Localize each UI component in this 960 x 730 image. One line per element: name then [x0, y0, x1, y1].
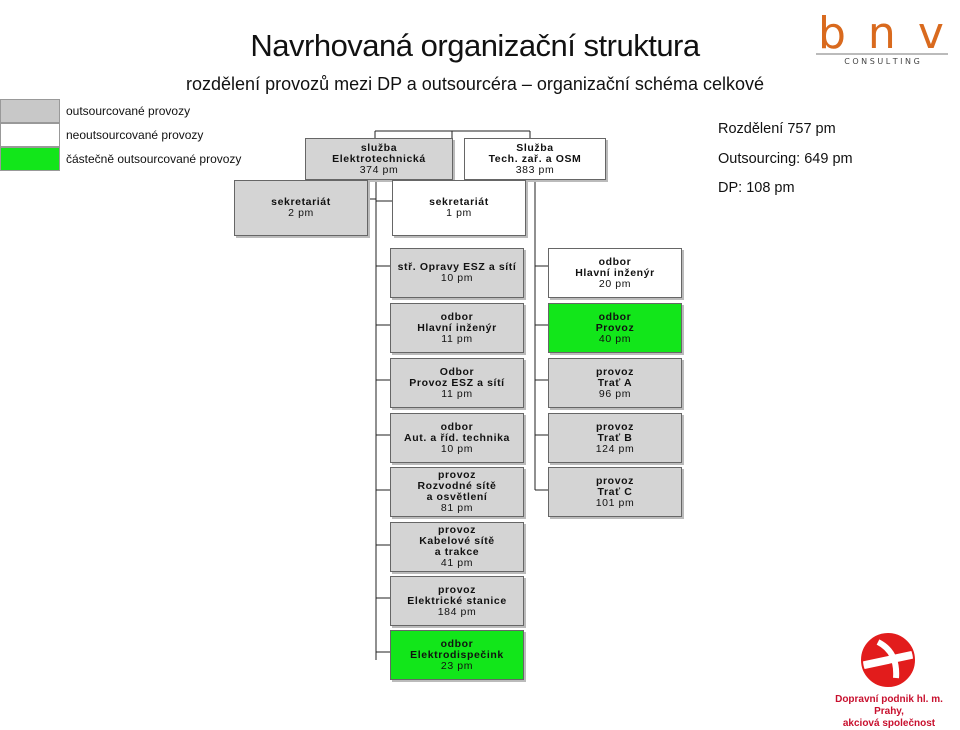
dp-logo-line1: Dopravní podnik hl. m. Prahy,	[835, 694, 943, 717]
stats-dp: DP: 108 pm	[718, 180, 795, 196]
box-odbor-provoz-esz: Odbor Provoz ESZ a sítí 11 pm	[390, 358, 524, 408]
legend-label-outsourced: outsourcované provozy	[66, 104, 191, 118]
legend-label-not-outsourced: neoutsourcované provozy	[66, 128, 204, 142]
page-title: Navrhovaná organizační struktura	[250, 28, 700, 63]
box-elektrodispecink: odbor Elektrodispečink 23 pm	[390, 630, 524, 680]
box-rozvodne-site: provoz Rozvodné sítě a osvětlení 81 pm	[390, 467, 524, 517]
box-kabelove-site: provoz Kabelové sítě a trakce 41 pm	[390, 522, 524, 572]
box-odbor-provoz: odbor Provoz 40 pm	[548, 303, 682, 353]
box-sluzba-tech: Služba Tech. zař. a OSM 383 pm	[464, 138, 606, 180]
box-elektricke-stanice: provoz Elektrické stanice 184 pm	[390, 576, 524, 626]
legend-swatch-partial	[0, 147, 60, 171]
box-trat-c: provoz Trať C 101 pm	[548, 467, 682, 517]
dp-logo-line2: akciová společnost	[842, 718, 936, 729]
legend-label-partial: částečně outsourcované provozy	[66, 152, 242, 166]
box-trat-b: provoz Trať B 124 pm	[548, 413, 682, 463]
stats-total: Rozdělení 757 pm	[718, 121, 836, 137]
box-aut-rid-technika: odbor Aut. a říd. technika 10 pm	[390, 413, 524, 463]
stats-outsourcing: Outsourcing: 649 pm	[718, 151, 853, 167]
box-odbor-hlavni-inzenyr-20: odbor Hlavní inženýr 20 pm	[548, 248, 682, 298]
bnv-letters: bnv	[818, 8, 952, 59]
bnv-subtitle: C O N S U L T I N G	[844, 57, 920, 66]
dp-praha-logo: Dopravní podnik hl. m. Prahy, akciová sp…	[835, 632, 943, 729]
box-odbor-hlavni-inzenyr-11: odbor Hlavní inženýr 11 pm	[390, 303, 524, 353]
bnv-consulting-logo: bnv C O N S U L T I N G	[812, 8, 952, 68]
box-sekretariat-2: sekretariát 2 pm	[234, 180, 368, 236]
box-trat-a: provoz Trať A 96 pm	[548, 358, 682, 408]
box-sekretariat-1: sekretariát 1 pm	[392, 180, 526, 236]
box-str-opravy: stř. Opravy ESZ a sítí 10 pm	[390, 248, 524, 298]
page-subtitle: rozdělení provozů mezi DP a outsourcéra …	[186, 74, 764, 94]
box-sluzba-elektrotechnicka: služba Elektrotechnická 374 pm	[305, 138, 453, 180]
legend-swatch-not-outsourced	[0, 123, 60, 147]
legend-swatch-outsourced	[0, 99, 60, 123]
